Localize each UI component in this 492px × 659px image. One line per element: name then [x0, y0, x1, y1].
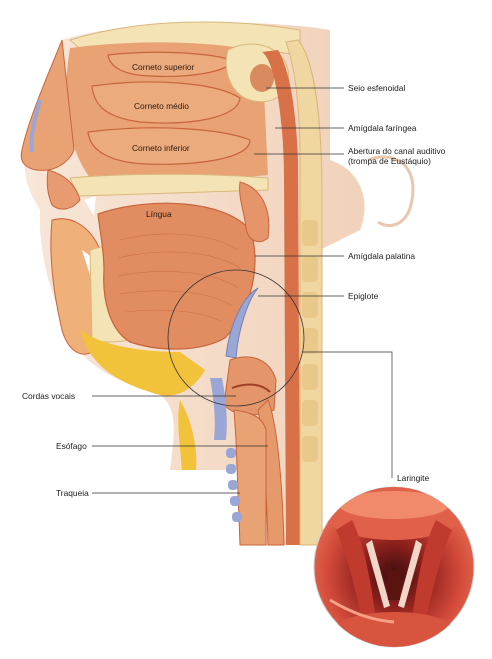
laryngitis-inset	[314, 484, 474, 648]
tongue	[98, 203, 255, 349]
label-cordas-vocais: Cordas vocais	[22, 391, 75, 401]
label-amigdala-palatina: Amígdala palatina	[348, 251, 415, 261]
trachea-tube	[234, 410, 266, 545]
ear-outline	[368, 157, 413, 226]
label-epiglote: Epiglote	[348, 291, 378, 301]
label-laringite: Laringite	[397, 473, 429, 483]
label-traqueia: Traqueia	[56, 488, 89, 498]
label-seio-esfenoidal: Seio esfenoidal	[348, 83, 405, 93]
label-amigdala-faringea: Amígdala faríngea	[348, 123, 416, 133]
label-corneto-inferior: Corneto inferior	[132, 143, 190, 153]
label-corneto-medio: Corneto médio	[134, 101, 189, 111]
label-esofago: Esófago	[56, 441, 87, 451]
label-corneto-superior: Corneto superior	[132, 62, 194, 72]
label-lingua: Língua	[146, 209, 172, 219]
label-abertura-canal-line2: (trompa de Eustáquio)	[348, 156, 431, 166]
label-abertura-canal-line1: Abertura do canal auditivo	[348, 146, 445, 156]
